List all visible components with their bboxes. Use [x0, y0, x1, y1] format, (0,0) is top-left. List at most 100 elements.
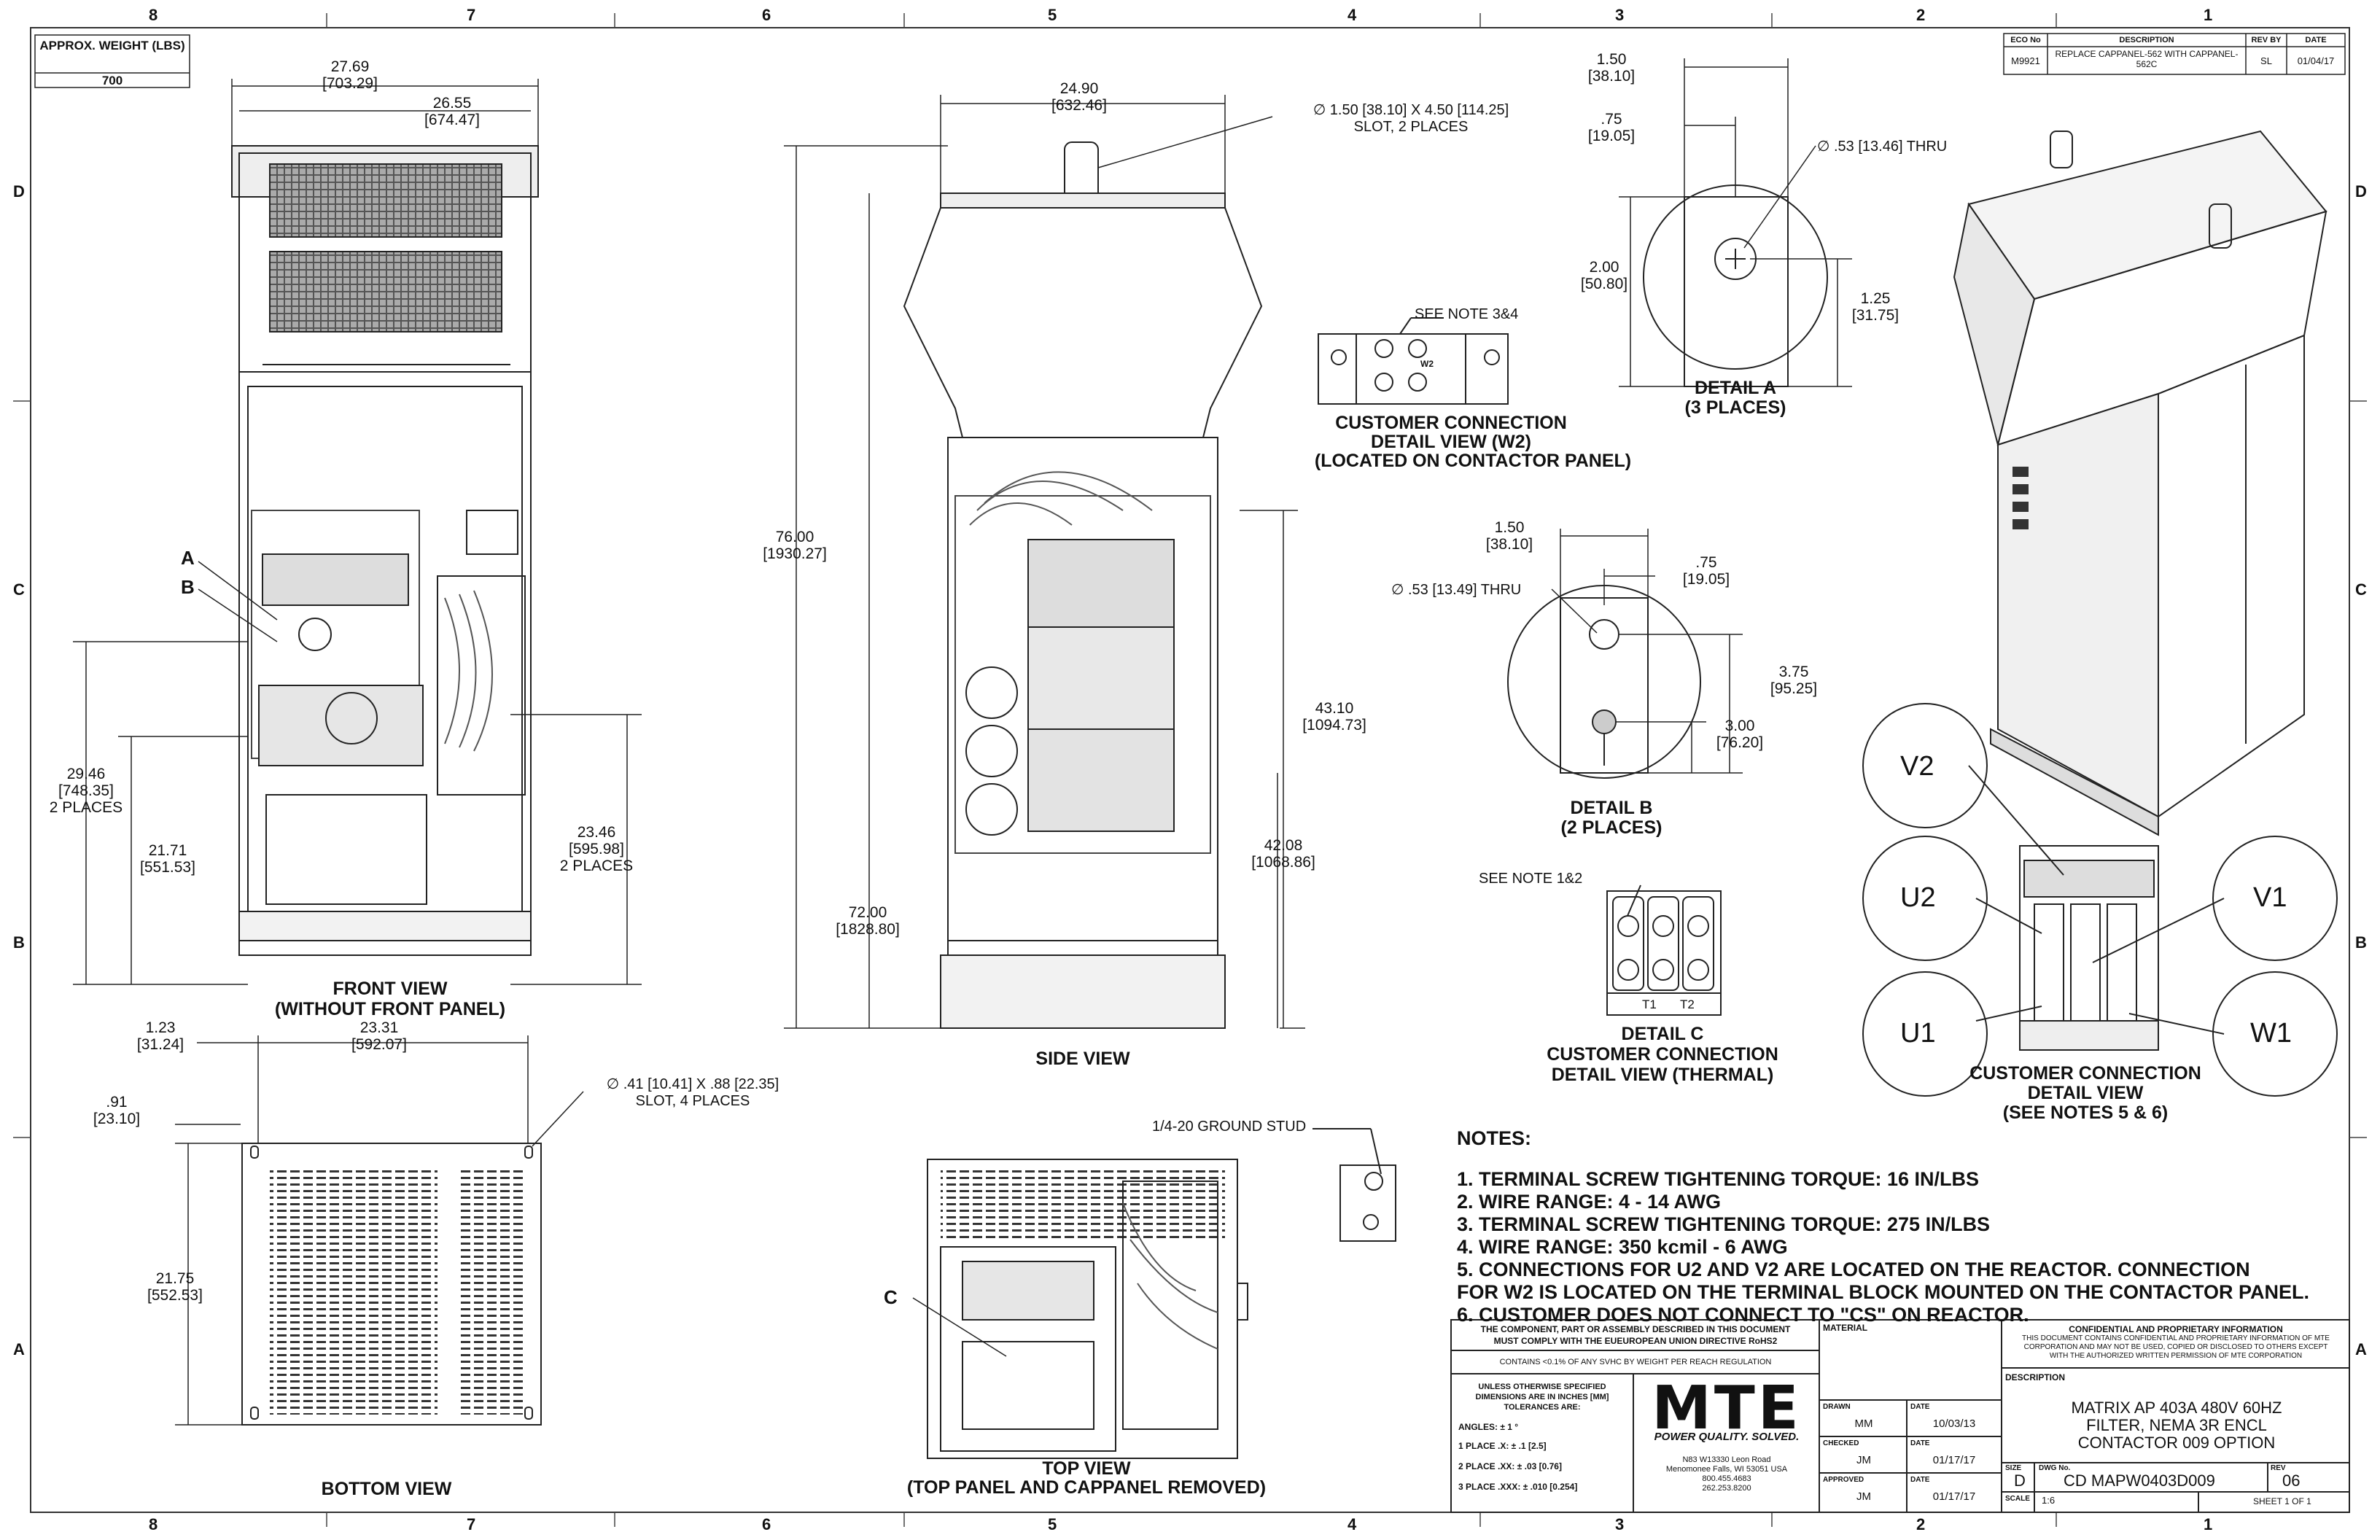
mte-address-1: N83 W13330 Leon Road: [1682, 1455, 1771, 1464]
dim-in: 26.55: [432, 95, 472, 112]
dim-in: .75: [1695, 554, 1717, 571]
dim-in: 27.69: [330, 58, 370, 75]
zone-right-c: C: [2355, 580, 2367, 599]
zone-left-a: A: [13, 1340, 25, 1358]
rev-eco: M9921: [2011, 55, 2040, 66]
dim-in: 1.50: [1596, 51, 1627, 68]
dim-in: 23.46: [577, 824, 616, 841]
dim-front-inner-w: 26.55[674.47]: [394, 95, 510, 128]
callout-c: C: [884, 1286, 898, 1308]
dim-side-overall-h: 76.00[1930.27]: [744, 529, 846, 562]
dim-mm: [95.25]: [1770, 680, 1818, 697]
note-6: 6. CUSTOMER DOES NOT CONNECT TO "CS" ON …: [1457, 1304, 2029, 1326]
sheet-border: [30, 27, 2350, 1513]
front-view-drawing: [231, 145, 539, 956]
ground-stud: [1312, 1128, 1396, 1242]
checked-date: 01/17/17: [1932, 1454, 1976, 1466]
tol-head-1: UNLESS OTHERWISE SPECIFIED: [1478, 1382, 1606, 1391]
dim-mm: [23.10]: [93, 1111, 141, 1127]
approved-date: 01/17/17: [1932, 1490, 1976, 1503]
dwg-label: DWG No.: [2039, 1464, 2071, 1472]
zone-bottom-5: 5: [1048, 1515, 1057, 1533]
isometric-enclosure: [1953, 130, 2328, 836]
dim-in: .75: [1601, 111, 1622, 128]
approved-label: APPROVED: [1823, 1476, 1864, 1484]
dim-db-c: .75[19.05]: [1662, 554, 1750, 588]
desc-line-1: MATRIX AP 403A 480V 60HZ: [2071, 1399, 2282, 1417]
zone-top-1: 1: [2204, 6, 2213, 24]
dim-in: 43.10: [1315, 700, 1354, 717]
front-dim-lines: [73, 79, 642, 985]
detail-b-drawing: [1507, 585, 1701, 779]
rev-date: 01/04/17: [2297, 55, 2335, 66]
desc-line-2: FILTER, NEMA 3R ENCL: [2086, 1416, 2267, 1434]
rev-header-eco: ECO No: [2010, 36, 2041, 44]
dim-da-h: 2.00[50.80]: [1560, 259, 1648, 292]
cust-line3: (SEE NOTES 5 & 6): [2002, 1102, 2169, 1123]
w2-line3: (LOCATED ON CONTACTOR PANEL): [1314, 451, 1632, 471]
approved-date-label: DATE: [1910, 1476, 1930, 1484]
note-2: 2. WIRE RANGE: 4 - 14 AWG: [1457, 1191, 1722, 1213]
dim-mm: [76.20]: [1716, 734, 1764, 751]
zone-bottom-8: 8: [149, 1515, 158, 1533]
rev-header-desc: DESCRIPTION: [2119, 36, 2174, 44]
terminal-u1: U1: [1900, 1018, 1936, 1049]
dim-side-slot: ∅ 1.50 [38.10] X 4.50 [114.25]SLOT, 2 PL…: [1280, 102, 1542, 136]
dim-side-width: 24.90[632.46]: [1021, 80, 1138, 114]
rev-header-by: REV BY: [2251, 36, 2282, 44]
dim-mm: [551.53]: [140, 859, 195, 876]
dim-mm: [595.98]: [569, 841, 624, 858]
detail-c-note: SEE NOTE 1&2: [1479, 871, 1583, 887]
detail-c-drawing: [1606, 884, 1722, 1016]
svhc: CONTAINS <0.1% OF ANY SVHC BY WEIGHT PER…: [1499, 1358, 1772, 1366]
dim-in: 1.25: [1860, 290, 1891, 307]
zone-bottom-7: 7: [467, 1515, 476, 1533]
terminal-v1: V1: [2253, 882, 2287, 913]
rev-value: 06: [2282, 1471, 2301, 1490]
size-label: SIZE: [2005, 1464, 2022, 1472]
checked-label: CHECKED: [1823, 1439, 1859, 1447]
dim-note: 2 PLACES: [49, 799, 123, 816]
callout-a: A: [181, 547, 195, 569]
scale-label: SCALE: [2005, 1495, 2030, 1503]
customer-connection-drawing: [1862, 703, 2338, 1097]
dim-bottom-offset: 1.23[31.24]: [117, 1019, 204, 1053]
dim-in: 42.08: [1264, 837, 1303, 854]
dim-note: 2 PLACES: [559, 858, 634, 874]
tol-head-3: TOLERANCES ARE:: [1504, 1403, 1581, 1412]
detail-b-subtitle: (2 PLACES): [1560, 817, 1662, 838]
zone-top-8: 8: [149, 6, 158, 24]
zone-right-b: B: [2355, 933, 2367, 952]
note-5-cont: FOR W2 IS LOCATED ON THE TERMINAL BLOCK …: [1457, 1281, 2309, 1303]
checked-by: JM: [1856, 1454, 1871, 1466]
detail-a-title: DETAIL A: [1694, 378, 1777, 398]
detail-a-dims: [1619, 58, 1852, 387]
dim-db-w: 1.50[38.10]: [1466, 519, 1553, 553]
notes-heading: NOTES:: [1457, 1127, 1532, 1149]
desc-line-3: CONTACTOR 009 OPTION: [2077, 1434, 2276, 1452]
dim-db-h: 3.75[95.25]: [1750, 664, 1838, 697]
terminal-v2: V2: [1900, 751, 1934, 782]
dim-note: SLOT, 2 PLACES: [1353, 119, 1469, 135]
cust-title: CUSTOMER CONNECTION: [1969, 1063, 2201, 1084]
tol-angles: ANGLES: ± 1 °: [1458, 1422, 1519, 1432]
note-5: 5. CONNECTIONS FOR U2 AND V2 ARE LOCATED…: [1457, 1259, 2250, 1280]
dim-mm: [674.47]: [424, 112, 480, 128]
note-4: 4. WIRE RANGE: 350 kcmil - 6 AWG: [1457, 1236, 1788, 1258]
zone-bottom-2: 2: [1916, 1515, 1926, 1533]
dim-bottom-depth: 21.75[552.53]: [131, 1270, 219, 1304]
top-view-title: TOP VIEW: [1042, 1458, 1131, 1479]
desc-label: DESCRIPTION: [2005, 1372, 2066, 1382]
dim-mm: [31.75]: [1851, 307, 1899, 324]
zone-bottom-1: 1: [2204, 1515, 2213, 1533]
w2-note: SEE NOTE 3&4: [1415, 306, 1519, 322]
dim-in: .91: [106, 1094, 128, 1111]
zone-left-c: C: [13, 580, 25, 599]
approved-by: JM: [1856, 1490, 1871, 1503]
scale-value: 1:6: [2042, 1495, 2056, 1506]
dim-bottom-v-offset: .91[23.10]: [73, 1094, 160, 1127]
weight-value: 700: [101, 74, 123, 88]
dim-side-body-h: 72.00[1828.80]: [817, 904, 919, 938]
zone-top-3: 3: [1615, 6, 1625, 24]
dim-side-h1: 43.10[1094.73]: [1283, 700, 1385, 734]
